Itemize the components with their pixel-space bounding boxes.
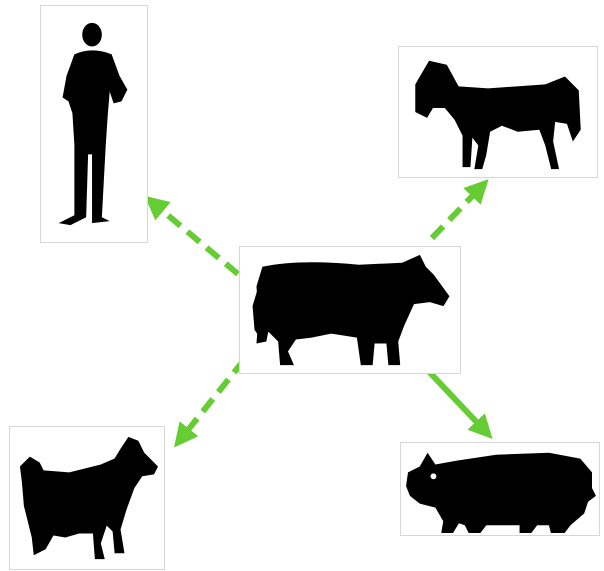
- horse-icon: [399, 47, 597, 177]
- arrow-cow-to-horse: [432, 186, 482, 238]
- cow-panel: [239, 246, 461, 374]
- human-panel: [40, 5, 148, 243]
- pig-icon: [401, 443, 599, 535]
- pig-panel: [400, 442, 600, 536]
- goat-panel: [9, 426, 165, 570]
- horse-panel: [398, 46, 598, 178]
- goat-icon: [10, 427, 164, 569]
- human-icon: [41, 6, 147, 242]
- arrow-cow-to-goat: [180, 360, 244, 440]
- cow-icon: [240, 247, 460, 373]
- arrow-cow-to-human: [152, 202, 238, 274]
